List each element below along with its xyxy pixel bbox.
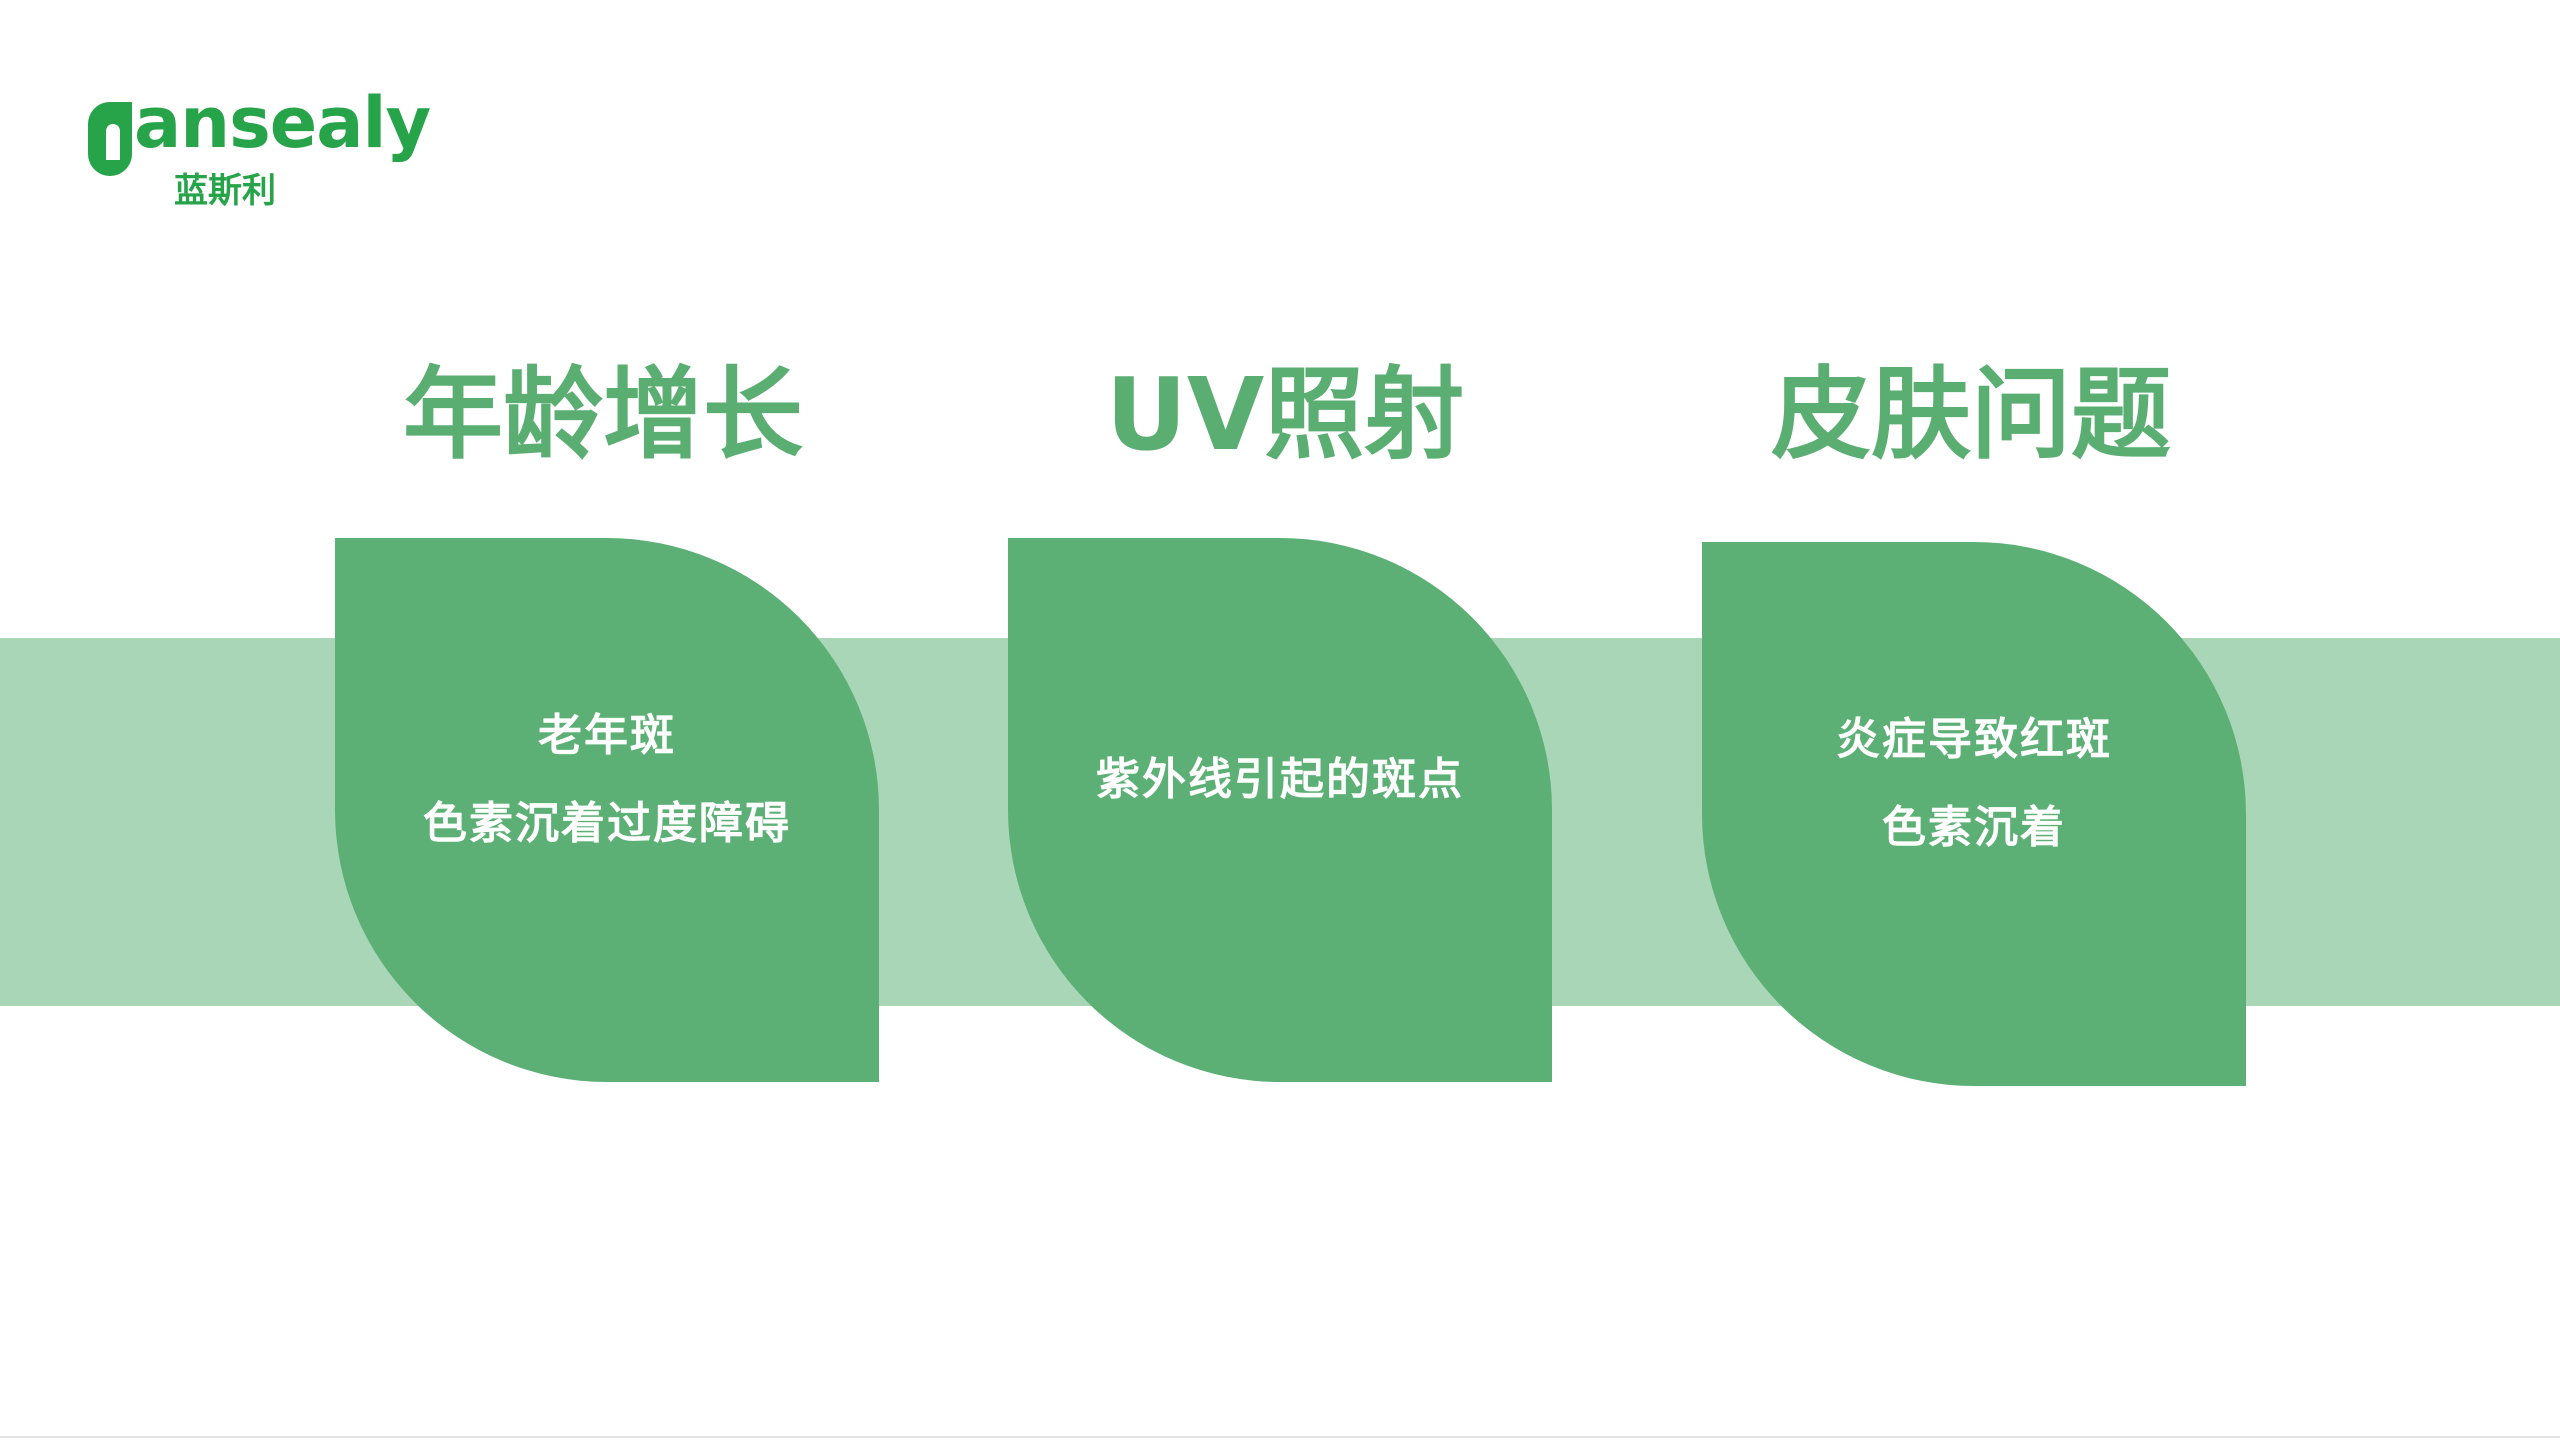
leaf-card-line: 色素沉着 <box>1882 802 2066 853</box>
leaf-card-line: 色素沉着过度障碍 <box>423 798 791 849</box>
leaf-card-aging: 老年斑 色素沉着过度障碍 <box>335 538 879 1082</box>
column-title-uv: UV照射 <box>1105 356 1465 473</box>
leaf-card-line: 老年斑 <box>538 710 676 761</box>
leaf-card-skin: 炎症导致红斑 色素沉着 <box>1702 542 2246 1086</box>
column-title-skin: 皮肤问题 <box>1771 356 2171 473</box>
bottom-divider <box>0 1436 2560 1438</box>
leaf-card-line: 紫外线引起的斑点 <box>1096 754 1464 805</box>
logo-leaf-icon <box>88 102 132 176</box>
brand-logo: ansealy 蓝斯利 <box>88 88 431 218</box>
leaf-card-line: 炎症导致红斑 <box>1836 714 2112 765</box>
logo-wordmark: ansealy <box>134 82 431 164</box>
column-title-aging: 年龄增长 <box>403 356 803 473</box>
logo-chinese-name: 蓝斯利 <box>174 171 276 211</box>
leaf-card-uv: 紫外线引起的斑点 <box>1008 538 1552 1082</box>
